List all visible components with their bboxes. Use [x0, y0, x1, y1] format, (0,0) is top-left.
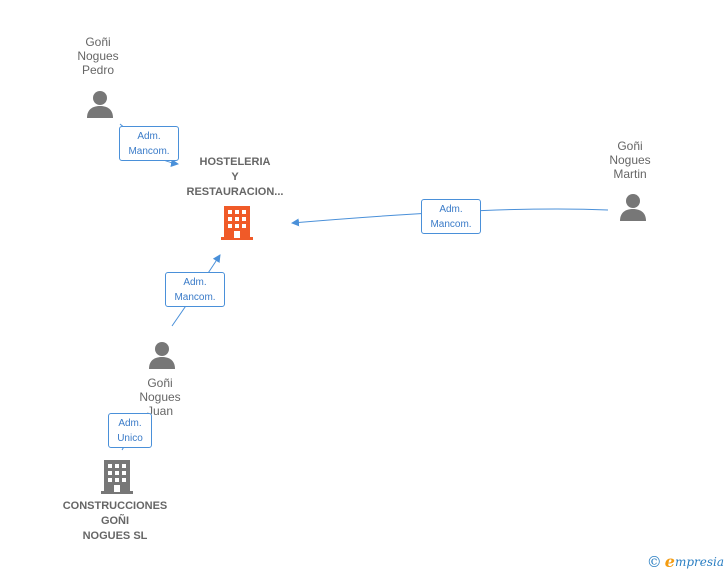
person-label-juan: Goñi Nogues Juan — [139, 376, 181, 418]
person-icon[interactable] — [85, 89, 115, 119]
company-label-hosteleria: HOSTELERIA Y RESTAURACION... — [186, 156, 284, 198]
copyright-icon: © — [646, 552, 662, 571]
edge-badge-martin-hosteleria: Adm. Mancom. — [421, 199, 481, 234]
person-label-pedro: Goñi Nogues Pedro — [77, 35, 119, 77]
brand-logo-text: mpresia — [674, 554, 724, 569]
company-label-construcciones: CONSTRUCCIONES GOÑI NOGUES SL — [62, 500, 168, 542]
building-icon[interactable] — [221, 206, 253, 240]
person-icon[interactable] — [618, 192, 648, 222]
building-icon[interactable] — [101, 460, 133, 494]
edge-badge-juan-construcciones: Adm. Unico — [108, 413, 152, 448]
person-label-martin: Goñi Nogues Martin — [609, 139, 651, 181]
person-icon[interactable] — [147, 340, 177, 370]
edge-badge-pedro-hosteleria: Adm. Mancom. — [119, 126, 179, 161]
brand-logo-initial: e — [664, 552, 675, 571]
edge-badge-juan-hosteleria: Adm. Mancom. — [165, 272, 225, 307]
